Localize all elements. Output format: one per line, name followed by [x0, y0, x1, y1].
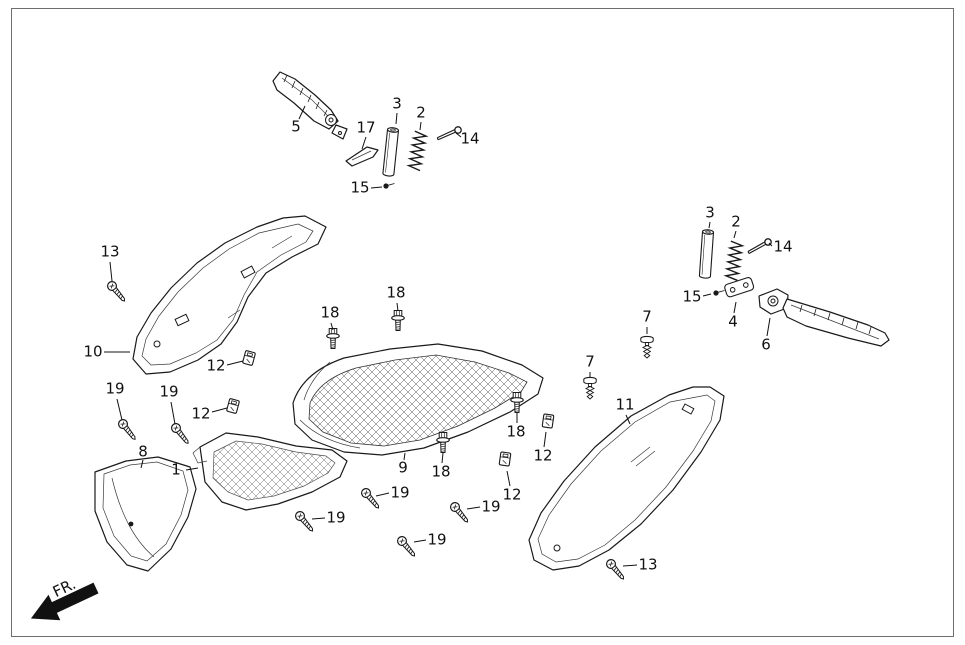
leader-line-2 — [419, 121, 422, 131]
part-11-side-cover-right — [528, 386, 725, 571]
part-2-spring-right — [724, 240, 744, 282]
leader-line-19 — [311, 517, 326, 520]
leader-line-15 — [702, 293, 712, 297]
part-19-screw — [169, 421, 193, 447]
border-frame — [11, 8, 954, 637]
leader-line-14 — [455, 132, 462, 138]
leader-line-2 — [733, 230, 737, 239]
leader-line-17 — [361, 136, 367, 150]
leader-line-12 — [543, 431, 547, 448]
leader-line-1 — [185, 467, 199, 471]
leader-line-8 — [140, 459, 144, 469]
part-9-floor-panel-center — [292, 343, 544, 456]
part-3-pivot-pin-right — [698, 228, 715, 280]
leader-line-18 — [396, 302, 399, 312]
leader-line-11 — [625, 414, 631, 425]
leader-line-19 — [413, 539, 427, 543]
part-7-rivet — [640, 335, 654, 359]
leader-line-19 — [375, 492, 390, 497]
leader-line-6 — [766, 317, 771, 337]
leader-line-12 — [506, 470, 511, 487]
part-12-clip — [498, 451, 512, 467]
part-15-ball-right — [712, 289, 725, 297]
leader-lines — [104, 105, 773, 567]
part-17-bracket — [345, 146, 379, 167]
part-19-screw — [359, 486, 383, 512]
leader-line-19 — [116, 398, 123, 421]
fr-indicator: FR. — [30, 575, 99, 621]
part-5-footpeg-left — [272, 71, 348, 140]
part-18-bolt — [326, 327, 340, 350]
part-19-screw — [448, 500, 472, 526]
leader-line-9 — [403, 452, 406, 461]
part-19-screw — [395, 534, 419, 560]
part-19-screw — [116, 417, 140, 443]
part-14-cotter-pin-left — [436, 124, 463, 143]
leader-line-13 — [109, 261, 113, 282]
part-6-footpeg-right — [758, 288, 890, 347]
leader-line-19 — [170, 401, 176, 425]
leader-line-12 — [211, 407, 228, 413]
part-1-floor-panel-front — [192, 432, 348, 511]
leader-line-3 — [395, 112, 398, 125]
leader-line-13 — [622, 564, 638, 567]
leader-line-4 — [733, 301, 737, 314]
fr-arrow-icon — [30, 582, 99, 621]
leader-line-14 — [768, 242, 773, 247]
part-10-side-cover-upper-left — [132, 215, 327, 375]
part-12-clip — [241, 349, 257, 367]
part-4-bracket-plate — [724, 277, 755, 298]
leader-line-5 — [298, 105, 306, 120]
leader-line-12 — [226, 360, 244, 366]
leader-line-3 — [708, 221, 711, 229]
leader-line-15 — [370, 186, 383, 189]
part-7-rivet — [583, 376, 597, 400]
part-18-bolt — [391, 309, 405, 332]
leader-line-19 — [466, 506, 481, 510]
part-13-screw-right — [604, 557, 628, 583]
part-8-side-cover-lower-left — [94, 456, 197, 572]
part-19-screw — [293, 509, 317, 535]
part-2-spring-left — [407, 130, 428, 172]
part-12-clip — [541, 413, 555, 429]
leader-line-18 — [441, 452, 444, 464]
leader-line-18 — [330, 322, 334, 331]
part-15-ball-left — [382, 182, 395, 190]
part-14-cotter-pin-right — [747, 238, 772, 255]
part-13-screw-left — [105, 279, 129, 305]
part-12-clip — [225, 397, 241, 415]
part-3-pivot-pin-left — [382, 126, 400, 178]
